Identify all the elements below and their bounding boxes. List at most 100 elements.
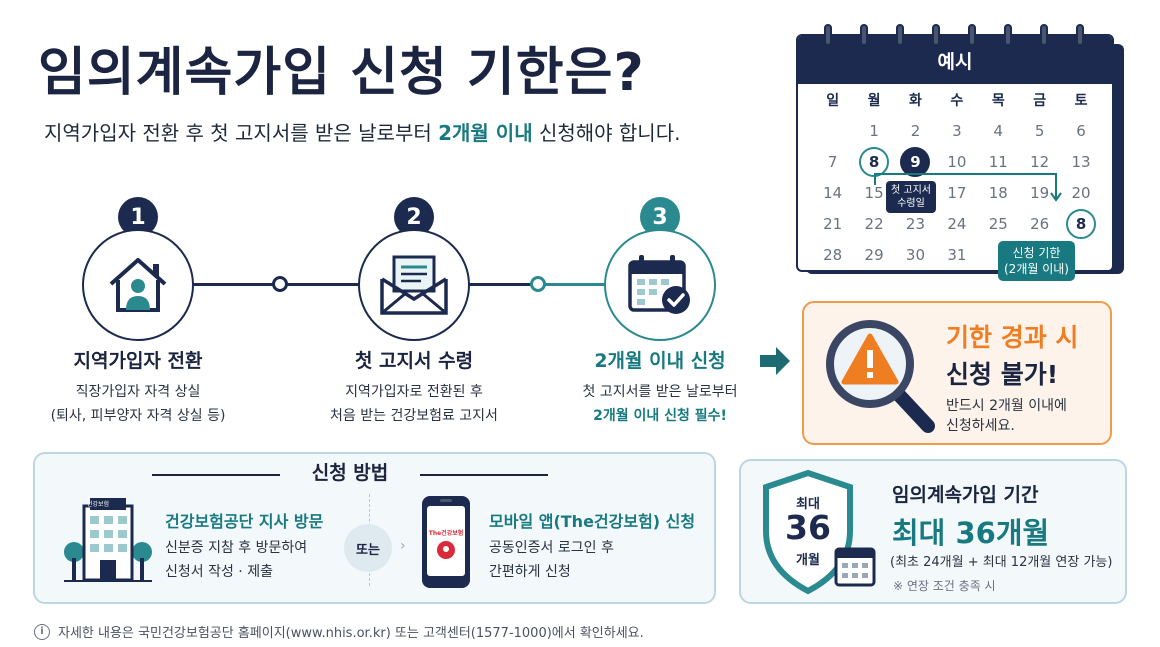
- date-cell: 7: [827, 152, 838, 171]
- tag-line: 첫 고지서: [891, 185, 931, 196]
- binder-ring: [896, 24, 904, 46]
- date-cell: 15: [864, 183, 884, 202]
- calendar-check-icon: [628, 255, 690, 314]
- footer-note: i 자세한 내용은 국민건강보험공단 홈페이지(www.nhis.or.kr) …: [34, 622, 644, 641]
- binder-ring: [860, 24, 868, 46]
- divider: [152, 474, 280, 476]
- date-cell: 18: [988, 183, 1008, 202]
- date-cell: 30: [905, 245, 926, 264]
- chevron-right-icon: ›: [400, 538, 406, 554]
- page-title: 임의계속가입 신청 기한은?: [38, 43, 645, 103]
- weekday-label: 일: [826, 92, 840, 109]
- office-visit-title: 건강보험공단 지사 방문: [165, 512, 324, 531]
- or-badge: 또는: [344, 524, 392, 572]
- date-cell: 31: [947, 245, 967, 264]
- info-icon: i: [34, 623, 50, 640]
- date-cell: 29: [864, 245, 884, 264]
- step-3-title: 2개월 이내 신청: [594, 350, 726, 372]
- date-cell: 23: [905, 214, 926, 233]
- step-1-desc: 직장가입자 자격 상실 (퇴사, 피부양자 자격 상실 등): [8, 380, 268, 428]
- page-subtitle: 지역가입자 전환 후 첫 고지서를 받은 날로부터 2개월 이내 신청해야 합니…: [44, 117, 680, 146]
- step-1-desc-line: 직장가입자 자격 상실: [75, 384, 201, 400]
- step-3-desc-line: 첫 고지서를 받은 날로부터: [582, 384, 738, 400]
- binder-ring: [1040, 24, 1048, 46]
- mobile-desc-line: 간편하게 신청: [489, 564, 571, 580]
- weekday-label: 토: [1074, 92, 1088, 109]
- subtitle-text: 지역가입자 전환 후 첫 고지서를 받은 날로부터: [44, 121, 439, 145]
- week-row: 1 2 3 4 5 6: [812, 115, 1102, 146]
- timeline-line-teal: [540, 283, 620, 286]
- date-cell: 9: [895, 146, 936, 177]
- date-cell: 19: [1030, 183, 1050, 202]
- date-cell: 20: [1071, 183, 1091, 202]
- subtitle-text-end: 신청해야 합니다.: [532, 121, 681, 145]
- office-building-icon: [64, 498, 152, 582]
- date-cell: 28: [823, 245, 843, 264]
- deadline-path-line: [874, 173, 1062, 202]
- weekday-label: 월: [867, 92, 881, 109]
- office-desc-line: 신분증 지참 후 방문하여: [165, 540, 308, 556]
- weekday-label: 금: [1033, 92, 1047, 109]
- weekday-row: 일 월 화 수 목 금 토: [812, 84, 1102, 115]
- date-cell: 26: [1030, 214, 1050, 233]
- date-cell: 8: [1060, 208, 1101, 239]
- binder-ring: [932, 24, 940, 46]
- office-desc-line: 신청서 작성 · 제출: [165, 564, 273, 580]
- weekday-label: 화: [909, 92, 922, 109]
- week-row: 7 8 9 10 11 12 13: [812, 146, 1102, 177]
- step-3-circle: [604, 229, 716, 341]
- subtitle-highlight: 2개월 이내: [438, 121, 533, 145]
- step-2-title: 첫 고지서 수령: [354, 350, 474, 372]
- mobile-desc-line: 공동인증서 로그인 후: [489, 540, 614, 556]
- calendar-example: 예시 일 월 화 수 목 금 토 1 2 3 4 5 6 7 8 9 10: [796, 24, 1114, 281]
- footer-text: 자세한 내용은 국민건강보험공단 홈페이지(www.nhis.or.kr) 또는…: [58, 626, 644, 641]
- step-1-desc-line: (퇴사, 피부양자 자격 상실 등): [50, 408, 226, 424]
- envelope-letter-icon: [380, 255, 448, 315]
- arrow-right-icon: [760, 347, 790, 375]
- period-headline: 최대 36개월: [892, 516, 1050, 550]
- date-cell: 11: [988, 152, 1008, 171]
- date-cell: 25: [988, 214, 1008, 233]
- period-note: ※ 연장 조건 충족 시: [893, 579, 996, 593]
- period-desc: (최초 24개월 + 최대 12개월 연장 가능): [890, 555, 1113, 570]
- app-label: The건강보험: [428, 530, 464, 537]
- shield-bottom-text: 개월: [796, 553, 820, 568]
- warning-desc-line: 반드시 2개월 이내에: [946, 398, 1067, 414]
- step-1-circle: [82, 229, 194, 341]
- date-cell: 4: [993, 121, 1004, 140]
- shield-icon: [763, 469, 876, 595]
- date-cell: 5: [1034, 121, 1045, 140]
- tag-line: 수령일: [897, 198, 925, 209]
- calendar-grid: 일 월 화 수 목 금 토 1 2 3 4 5 6 7 8 9 10 11 12…: [812, 84, 1102, 270]
- warning-title: 기한 경과 시: [946, 323, 1079, 352]
- period-title: 임의계속가입 기간: [892, 484, 1039, 506]
- smartphone-app-icon: [422, 496, 470, 588]
- timeline-dot: [530, 276, 546, 292]
- date-cell: 10: [947, 152, 967, 171]
- date-cell: 21: [823, 214, 843, 233]
- warning-desc-line: 신청하세요.: [946, 418, 1015, 434]
- receive-date: 9: [900, 146, 931, 177]
- week-row: 28 29 30 31: [812, 239, 1102, 270]
- timeline-dot: [272, 276, 288, 292]
- date-cell: 24: [947, 214, 967, 233]
- divider: [420, 474, 548, 476]
- date-cell: 3: [952, 121, 962, 140]
- mobile-app-title: 모바일 앱(The건강보험) 신청: [489, 512, 696, 531]
- binder-ring: [1004, 24, 1012, 46]
- date-cell: 1: [869, 121, 879, 140]
- method-title: 신청 방법: [311, 462, 389, 484]
- step-2-desc-line: 처음 받는 건강보험료 고지서: [330, 408, 498, 424]
- house-person-icon: [109, 258, 167, 312]
- calendar-header: 예시: [798, 36, 1112, 84]
- date-cell: 6: [1076, 121, 1086, 140]
- date-cell: 14: [823, 183, 843, 202]
- date-cell: 17: [947, 183, 967, 202]
- date-cell: 12: [1030, 152, 1050, 171]
- weekday-label: 목: [991, 92, 1005, 109]
